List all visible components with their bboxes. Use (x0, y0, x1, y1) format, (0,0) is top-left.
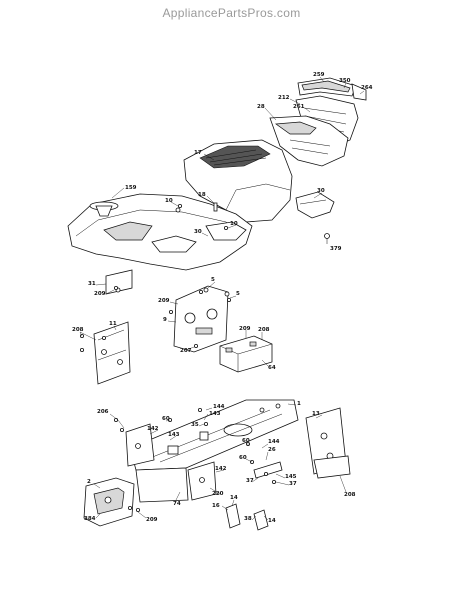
callout-13: 13 (312, 411, 320, 417)
callout-30-a: 30 (317, 188, 325, 194)
hardware-icons (80, 203, 276, 512)
callout-209-c: 209 (239, 326, 251, 332)
right-rear-plate[interactable] (305, 407, 351, 479)
callout-2: 2 (87, 479, 91, 485)
callout-37-a: 37 (246, 478, 254, 484)
callout-60-b: 60 (242, 438, 250, 444)
callout-350: 350 (339, 78, 351, 84)
callout-16: 16 (212, 503, 220, 509)
callout-28: 28 (257, 104, 265, 110)
pan-support-bracket[interactable] (105, 269, 133, 295)
callout-9: 9 (163, 317, 167, 323)
callout-143-b: 143 (168, 432, 180, 438)
callout-30-b: 30 (194, 229, 202, 235)
axle-bracket[interactable] (187, 461, 217, 501)
callout-206: 206 (97, 409, 109, 415)
callout-1: 1 (297, 401, 301, 407)
callout-14-b: 14 (268, 518, 276, 524)
callout-220: 220 (212, 491, 224, 497)
callout-261: 261 (293, 104, 305, 110)
callout-208-a: 208 (258, 327, 270, 333)
front-grille[interactable] (83, 477, 135, 527)
callout-259: 259 (313, 72, 325, 78)
callout-38: 38 (244, 516, 252, 522)
callout-17: 17 (194, 150, 202, 156)
callout-60-a: 60 (162, 416, 170, 422)
callout-18: 18 (198, 192, 206, 198)
callout-5-a: 5 (211, 277, 215, 283)
callout-159: 159 (125, 185, 137, 191)
callout-144-a: 144 (213, 404, 225, 410)
callout-11: 11 (109, 321, 117, 327)
callout-143-a: 143 (209, 411, 221, 417)
lower-bracket-right[interactable] (253, 509, 269, 531)
callout-74: 74 (173, 501, 181, 507)
dash-cover-assembly[interactable] (269, 77, 367, 167)
callout-64: 64 (268, 365, 276, 371)
hood-bracket[interactable] (295, 191, 335, 244)
callout-144-b: 144 (268, 439, 280, 445)
frame-plate[interactable] (125, 423, 155, 467)
lower-bracket-left[interactable] (225, 503, 241, 529)
battery-box[interactable] (219, 335, 273, 373)
callout-5-b: 5 (236, 291, 240, 297)
callout-labels: 259 350 264 212 261 28 17 159 18 10 10 3… (72, 72, 373, 524)
body-pan[interactable] (67, 193, 253, 271)
callout-10-a: 10 (165, 198, 173, 204)
pivot-bar[interactable] (253, 461, 283, 479)
callout-264: 264 (361, 85, 373, 91)
main-frame[interactable] (129, 399, 299, 503)
dash-panel[interactable] (173, 285, 230, 353)
callout-142-a: 142 (147, 426, 159, 432)
callout-208-b: 208 (72, 327, 84, 333)
callout-384: 384 (84, 516, 96, 522)
hood[interactable] (183, 139, 293, 223)
callout-209-d: 209 (146, 517, 158, 523)
callout-31: 31 (88, 281, 96, 287)
callout-14-a: 14 (230, 495, 238, 501)
left-side-panel[interactable] (93, 321, 131, 385)
callout-60-c: 60 (239, 455, 247, 461)
callout-209-a: 209 (94, 291, 106, 297)
callout-10-b: 10 (230, 221, 238, 227)
callout-37-b: 37 (289, 481, 297, 487)
callout-35: 35 (191, 422, 199, 428)
callout-207: 207 (180, 348, 192, 354)
callout-212: 212 (278, 95, 290, 101)
callout-26: 26 (268, 447, 276, 453)
watermark-text: AppliancePartsPros.com (162, 6, 301, 20)
callout-208-c: 208 (344, 492, 356, 498)
callout-145: 145 (285, 474, 297, 480)
callout-379: 379 (330, 246, 342, 252)
leader-lines (79, 76, 365, 521)
callout-142-b: 142 (215, 466, 227, 472)
callout-209-b: 209 (158, 298, 170, 304)
